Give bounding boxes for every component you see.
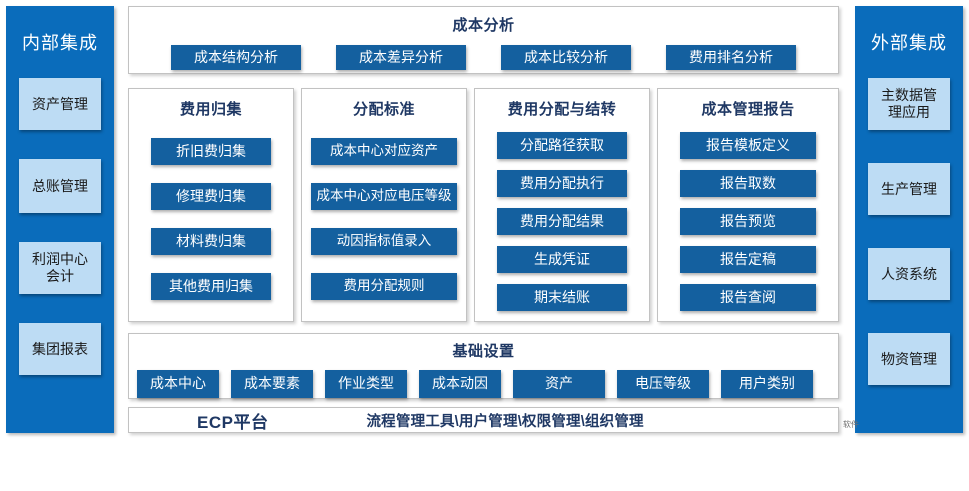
- button-other-expense-collection[interactable]: 其他费用归集: [151, 273, 271, 300]
- button-report-data-fetch[interactable]: 报告取数: [680, 170, 816, 197]
- button-expense-allocation-rules[interactable]: 费用分配规则: [311, 273, 457, 300]
- button-cost-variance-analysis[interactable]: 成本差异分析: [336, 45, 466, 70]
- button-cost-comparison-analysis[interactable]: 成本比较分析: [501, 45, 631, 70]
- button-driver-metric-entry[interactable]: 动因指标值录入: [311, 228, 457, 255]
- button-report-query[interactable]: 报告查阅: [680, 284, 816, 311]
- cost-management-report-title: 成本管理报告: [701, 101, 795, 118]
- rail-item-group-reports[interactable]: 集团报表: [19, 323, 101, 375]
- button-expense-ranking-analysis[interactable]: 费用排名分析: [666, 45, 796, 70]
- expense-allocation-settlement-items: 分配路径获取 费用分配执行 费用分配结果 生成凭证 期末结账: [475, 132, 649, 311]
- button-report-preview[interactable]: 报告预览: [680, 208, 816, 235]
- button-report-finalize[interactable]: 报告定稿: [680, 246, 816, 273]
- button-report-template-definition[interactable]: 报告模板定义: [680, 132, 816, 159]
- cost-management-report-panel: 成本管理报告 报告模板定义 报告取数 报告预览 报告定稿 报告查阅: [657, 88, 839, 322]
- ecp-platform-bar: ECP平台 流程管理工具\用户管理\权限管理\组织管理: [128, 407, 839, 433]
- expense-collection-items: 折旧费归集 修理费归集 材料费归集 其他费用归集: [129, 138, 293, 300]
- button-activity-type[interactable]: 作业类型: [325, 370, 407, 398]
- cost-management-report-items: 报告模板定义 报告取数 报告预览 报告定稿 报告查阅: [658, 132, 838, 311]
- rail-item-master-data-app[interactable]: 主数据管 理应用: [868, 78, 950, 130]
- internal-integration-title: 内部集成: [22, 33, 98, 53]
- expense-allocation-settlement-title: 费用分配与结转: [507, 101, 617, 118]
- expense-allocation-settlement-panel: 费用分配与结转 分配路径获取 费用分配执行 费用分配结果 生成凭证 期末结账: [474, 88, 650, 322]
- rail-item-profit-center-accounting[interactable]: 利润中心 会计: [19, 242, 101, 294]
- button-cost-center-to-asset[interactable]: 成本中心对应资产: [311, 138, 457, 165]
- allocation-standard-panel: 分配标准 成本中心对应资产 成本中心对应电压等级 动因指标值录入 费用分配规则: [301, 88, 467, 322]
- button-cost-structure-analysis[interactable]: 成本结构分析: [171, 45, 301, 70]
- button-expense-allocation-result[interactable]: 费用分配结果: [497, 208, 627, 235]
- ecp-tools-label: 流程管理工具\用户管理\权限管理\组织管理: [366, 413, 644, 430]
- button-material-cost-collection[interactable]: 材料费归集: [151, 228, 271, 255]
- button-period-end-closing[interactable]: 期末结账: [497, 284, 627, 311]
- rail-item-material-management[interactable]: 物资管理: [868, 333, 950, 385]
- external-integration-title: 外部集成: [871, 33, 947, 53]
- button-expense-allocation-execution[interactable]: 费用分配执行: [497, 170, 627, 197]
- rail-item-general-ledger[interactable]: 总账管理: [19, 159, 101, 213]
- basic-settings-title: 基础设置: [452, 343, 515, 360]
- basic-settings-button-row: 成本中心 成本要素 作业类型 成本动因 资产 电压等级 用户类别: [129, 370, 838, 398]
- cost-analysis-panel: 成本分析 成本结构分析 成本差异分析 成本比较分析 费用排名分析: [128, 6, 839, 74]
- button-cost-driver[interactable]: 成本动因: [419, 370, 501, 398]
- button-cost-element[interactable]: 成本要素: [231, 370, 313, 398]
- external-integration-rail: 外部集成 主数据管 理应用 生产管理 人资系统 物资管理: [855, 6, 963, 433]
- button-user-category[interactable]: 用户类别: [721, 370, 813, 398]
- ecp-platform-label: ECP平台: [197, 412, 269, 432]
- basic-settings-panel: 基础设置 成本中心 成本要素 作业类型 成本动因 资产 电压等级 用户类别: [128, 333, 839, 399]
- button-cost-center-to-voltage-level[interactable]: 成本中心对应电压等级: [311, 183, 457, 210]
- watermark-text: 软件: [843, 420, 859, 429]
- rail-item-hr-system[interactable]: 人资系统: [868, 248, 950, 300]
- rail-item-asset-management[interactable]: 资产管理: [19, 78, 101, 130]
- cost-analysis-title: 成本分析: [452, 17, 515, 34]
- rail-item-production-management[interactable]: 生产管理: [868, 163, 950, 215]
- button-voltage-level[interactable]: 电压等级: [617, 370, 709, 398]
- button-allocation-path-retrieval[interactable]: 分配路径获取: [497, 132, 627, 159]
- expense-collection-title: 费用归集: [179, 101, 242, 118]
- button-cost-center[interactable]: 成本中心: [137, 370, 219, 398]
- button-generate-voucher[interactable]: 生成凭证: [497, 246, 627, 273]
- allocation-standard-items: 成本中心对应资产 成本中心对应电压等级 动因指标值录入 费用分配规则: [302, 138, 466, 300]
- button-depreciation-collection[interactable]: 折旧费归集: [151, 138, 271, 165]
- expense-collection-panel: 费用归集 折旧费归集 修理费归集 材料费归集 其他费用归集: [128, 88, 294, 322]
- cost-analysis-button-row: 成本结构分析 成本差异分析 成本比较分析 费用排名分析: [129, 45, 838, 70]
- allocation-standard-title: 分配标准: [352, 101, 415, 118]
- internal-integration-rail: 内部集成 资产管理 总账管理 利润中心 会计 集团报表: [6, 6, 114, 433]
- button-repair-cost-collection[interactable]: 修理费归集: [151, 183, 271, 210]
- button-asset[interactable]: 资产: [513, 370, 605, 398]
